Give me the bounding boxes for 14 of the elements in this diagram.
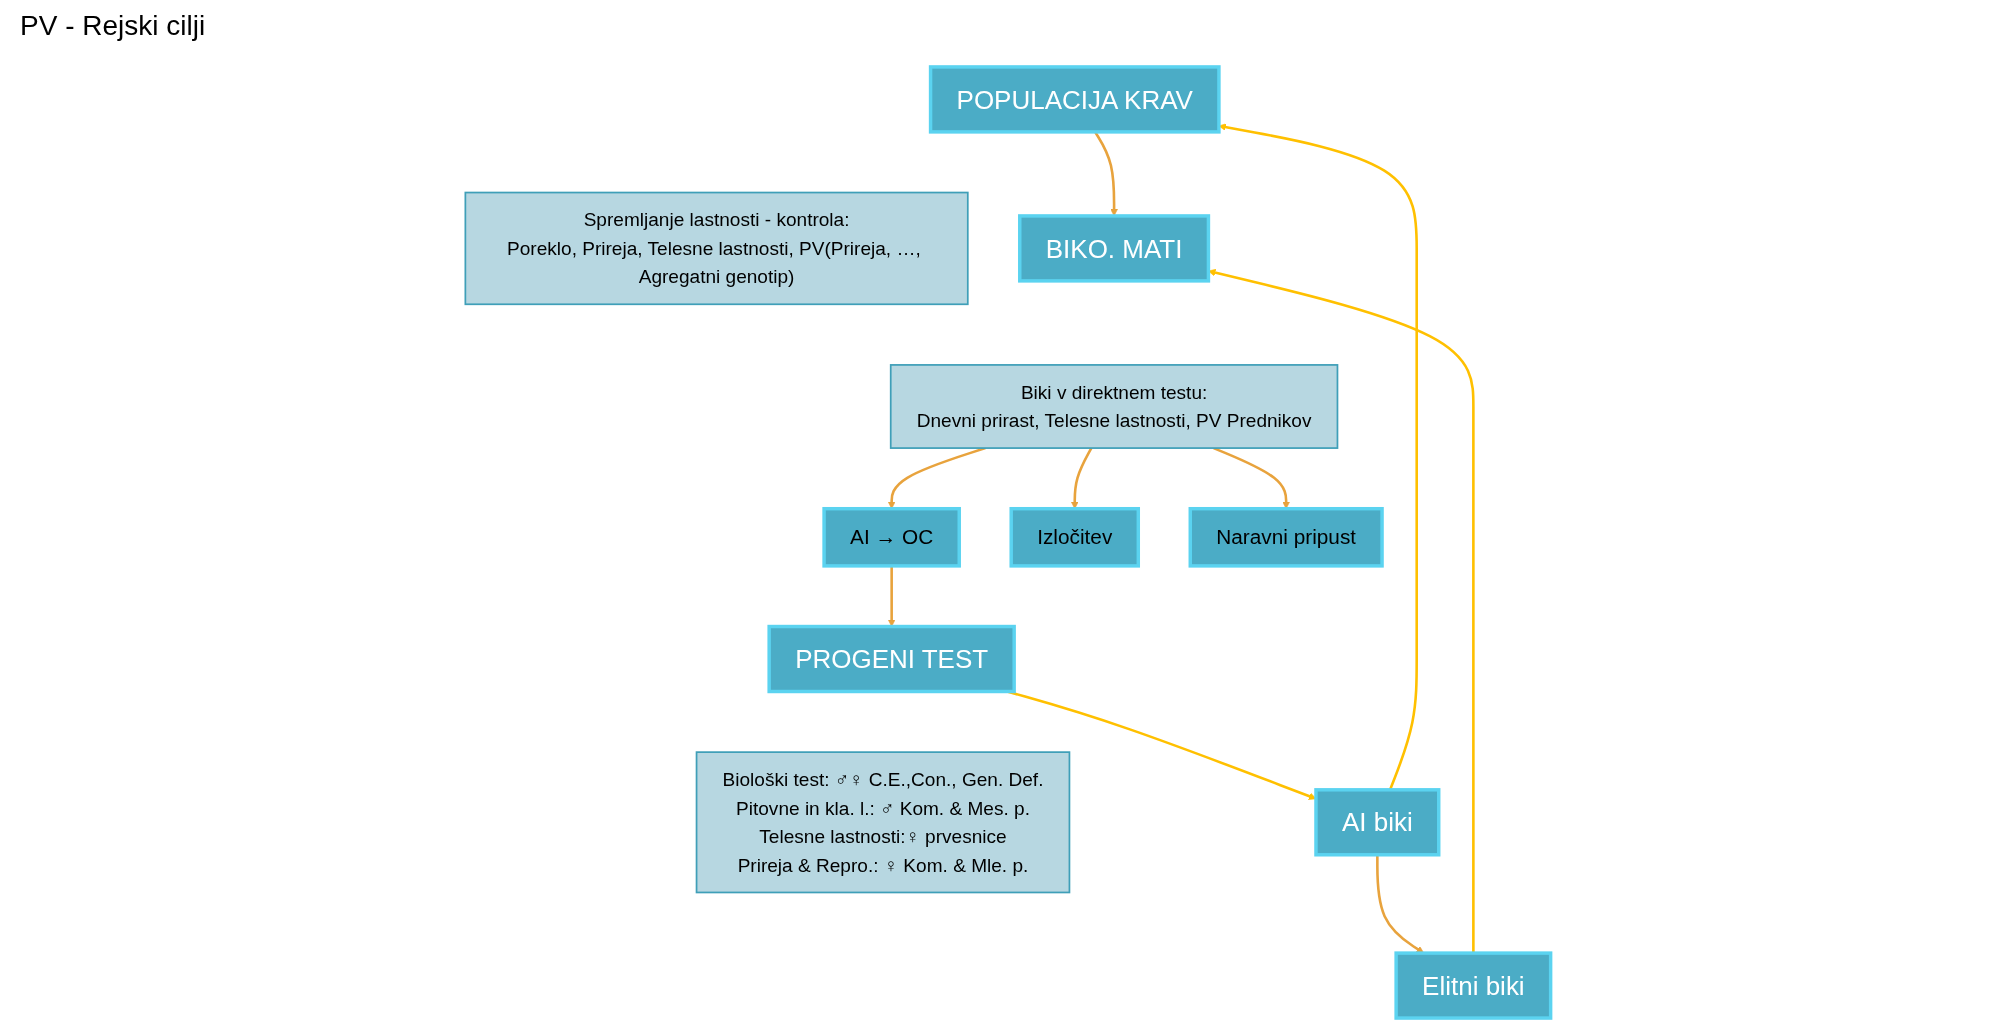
node-box: Biološki test: ♂♀ C.E.,Con., Gen. Def. Pitovne in kla. l.: ♂ Kom. & Mes. p. Telesne lastnosti:♀ prvesnice Prireja & Repro.: ♀ Kom. & Mle. p. bbox=[695, 751, 1071, 894]
node-box: AI biki bbox=[1314, 788, 1441, 857]
node-box: BIKO. MATI bbox=[1018, 214, 1211, 283]
node-box: Elitni biki bbox=[1394, 951, 1553, 1020]
arrow bbox=[1376, 854, 1425, 954]
node-box: Biki v direktnem testu: Dnevni prirast, Telesne lastnosti, PV Prednikov bbox=[889, 364, 1339, 449]
node-box: Spremljanje lastnosti - kontrola: Poreklo, Prireja, Telesne lastnosti, PV(Prireja, …, Agregatni genotip) bbox=[464, 191, 969, 306]
node-box: Izločitev bbox=[1009, 507, 1140, 568]
note-text: PV - Rejski cilji bbox=[20, 10, 206, 42]
node-box: POPULACIJA KRAV bbox=[928, 65, 1221, 134]
node-box: AI → OC bbox=[822, 507, 961, 568]
node-box: Naravni pripust bbox=[1188, 507, 1384, 568]
arrow bbox=[887, 565, 896, 627]
node-box: PROGENI TEST bbox=[767, 624, 1016, 694]
